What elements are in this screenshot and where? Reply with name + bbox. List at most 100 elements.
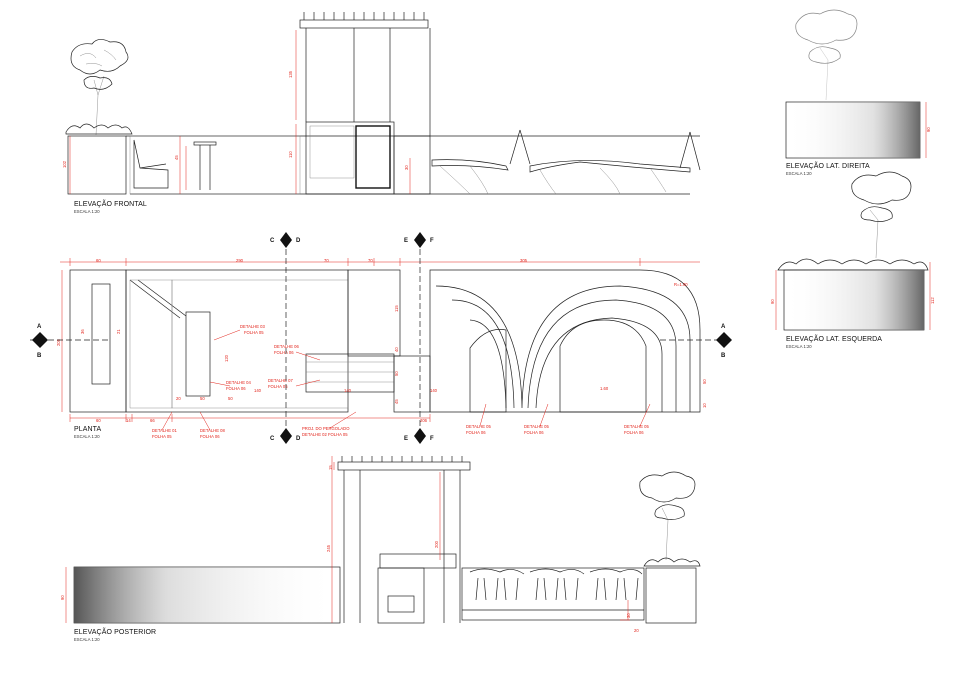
dim-plan-36: 36 — [80, 329, 85, 334]
dim-frontal-45: 45 — [174, 155, 179, 160]
detail-03-label: DETALHE 03 — [240, 324, 265, 329]
detail-07-sheet: FOLHA 05 — [268, 384, 288, 389]
dim-plan-40: 40 — [394, 347, 399, 352]
dim-plan-top-290: 290 — [236, 258, 244, 263]
cut-mark-b-left: B — [37, 353, 42, 359]
cut-mark-e-top: E — [404, 238, 408, 244]
section-cut-a-b: A B A B — [30, 324, 732, 359]
detail-05b-sheet: FOLHA 06 — [524, 430, 544, 435]
dim-plan-140b: 140 — [344, 388, 352, 393]
dim-plan-top-60: 60 — [96, 258, 101, 263]
detail-05a-label: DETALHE 05 — [466, 424, 491, 429]
posterior-title: ELEVAÇÃO POSTERIOR — [74, 627, 156, 636]
dim-post-245: 245 — [326, 544, 331, 552]
right-side-elevation: 90 ELEVAÇÃO LAT. DIREITA ESCALA 1:20 — [785, 9, 931, 176]
dim-plan-bot-14: 14 — [126, 418, 131, 423]
dim-plan-140c: 140 — [430, 388, 438, 393]
dim-frontal-102: 102 — [62, 160, 67, 168]
detail-06a-label: DETALHE 06 — [274, 344, 299, 349]
dim-post-15: 15 — [328, 465, 333, 470]
detail-01-sheet: FOLHA 05 — [152, 434, 172, 439]
cut-mark-b-right: B — [721, 353, 726, 359]
detail-06a-sheet: FOLHA 06 — [274, 350, 294, 355]
dim-latesq-90: 90 — [770, 299, 775, 304]
dim-frontal-30: 30 — [404, 165, 409, 170]
dim-plan-bot-206: 206 — [420, 418, 428, 423]
dim-plan-bot-60: 60 — [96, 418, 101, 423]
posterior-elevation: 245 200 15 90 30 20 ELEVAÇÃO POSTERIOR E… — [60, 456, 701, 642]
detail-05c-label: DETALHE 05 — [624, 424, 649, 429]
cut-mark-d-bottom: D — [296, 436, 301, 442]
pergola-front — [299, 12, 431, 195]
cut-mark-f-bottom: F — [430, 436, 434, 442]
dim-plan-bot-66: 66 — [150, 418, 155, 423]
cut-mark-d-top: D — [296, 238, 301, 244]
lat-esquerda-scale: ESCALA 1:20 — [786, 344, 812, 349]
detail-05b-label: DETALHE 05 — [524, 424, 549, 429]
dim-plan-r10: 10 — [702, 403, 707, 408]
detail-08-sheet: FOLHA 06 — [200, 434, 220, 439]
cut-mark-a-left: A — [37, 324, 42, 330]
detail-08-label: DETALHE 08 — [200, 428, 225, 433]
cut-mark-e-bottom: E — [404, 436, 408, 442]
dim-post-20: 20 — [634, 628, 639, 633]
dim-post-90: 90 — [60, 595, 65, 600]
tree-icon — [70, 39, 129, 136]
detail-04-label: DETALHE 04 — [226, 380, 251, 385]
cut-mark-f-top: F — [430, 238, 434, 244]
tree-icon — [851, 171, 912, 259]
detail-03-sheet: FOLHA 05 — [244, 330, 264, 335]
bench-curves — [431, 129, 701, 195]
dim-plan-50b: 50 — [228, 396, 233, 401]
dim-plan-top-70a: 70 — [324, 258, 329, 263]
table-icon — [193, 141, 217, 190]
lat-direita-title: ELEVAÇÃO LAT. DIREITA — [786, 161, 870, 170]
dim-plan-50c: 50 — [394, 371, 399, 376]
left-side-elevation: 90 112 ELEVAÇÃO LAT. ESQUERDA ESCALA 1:2… — [770, 171, 935, 349]
dim-plan-45: 45 — [394, 399, 399, 404]
dim-plan-top-70b: 70 — [368, 258, 373, 263]
detail-05a-sheet: FOLHA 06 — [466, 430, 486, 435]
dim-latdir-90: 90 — [926, 127, 931, 132]
plan-title: PLANTA — [74, 426, 102, 433]
frontal-elevation: 135 110 45 102 30 ELEVAÇÃO FRONTAL ESCAL… — [62, 12, 701, 214]
dim-plan-205: 205 — [56, 338, 61, 346]
cut-mark-c-top: C — [270, 238, 275, 244]
dim-plan-21: 21 — [116, 329, 121, 334]
posterior-scale: ESCALA 1:20 — [74, 637, 100, 642]
dim-plan-arc-radius: R=1.00 — [674, 282, 688, 287]
bench-left — [133, 139, 169, 189]
detail-05c-sheet: FOLHA 06 — [624, 430, 644, 435]
dim-plan-r50: 50 — [702, 379, 707, 384]
lat-direita-scale: ESCALA 1:20 — [786, 171, 812, 176]
pergola-projection-label: PROJ. DO PERGOLADO — [302, 426, 350, 431]
section-cut-e-f: E F E F — [404, 232, 434, 444]
tree-icon — [795, 9, 858, 101]
frontal-title: ELEVAÇÃO FRONTAL — [74, 199, 147, 208]
cut-mark-c-bottom: C — [270, 436, 275, 442]
dim-post-200: 200 — [434, 540, 439, 548]
lat-esquerda-title: ELEVAÇÃO LAT. ESQUERDA — [786, 334, 882, 343]
plan-scale: ESCALA 1:20 — [74, 434, 100, 439]
cut-mark-a-right: A — [721, 324, 726, 330]
detail-04-sheet: FOLHA 06 — [226, 386, 246, 391]
tree-icon — [639, 471, 696, 561]
planter-right — [643, 557, 701, 624]
dim-latesq-112: 112 — [930, 297, 935, 304]
detail-01-label: DETALHE 01 — [152, 428, 177, 433]
pillar-hex — [393, 135, 431, 195]
dim-plan-50a: 50 — [200, 396, 205, 401]
frontal-scale: ESCALA 1:20 — [74, 209, 100, 214]
planter-row — [461, 567, 645, 621]
detail-07-label: DETALHE 07 — [268, 378, 293, 383]
dim-plan-115: 115 — [394, 305, 399, 312]
dim-plan-120: 120 — [224, 354, 229, 362]
arched-bench — [429, 269, 701, 413]
detail-02-label: DETALHE 02 FOLHA 05 — [302, 432, 348, 437]
planter-left — [65, 123, 133, 195]
dim-post-30: 30 — [626, 613, 631, 618]
pergola-rear — [337, 456, 471, 624]
slatted-wall-left — [129, 135, 301, 195]
dim-frontal-135: 135 — [288, 70, 293, 78]
dim-plan-20: 20 — [176, 396, 181, 401]
